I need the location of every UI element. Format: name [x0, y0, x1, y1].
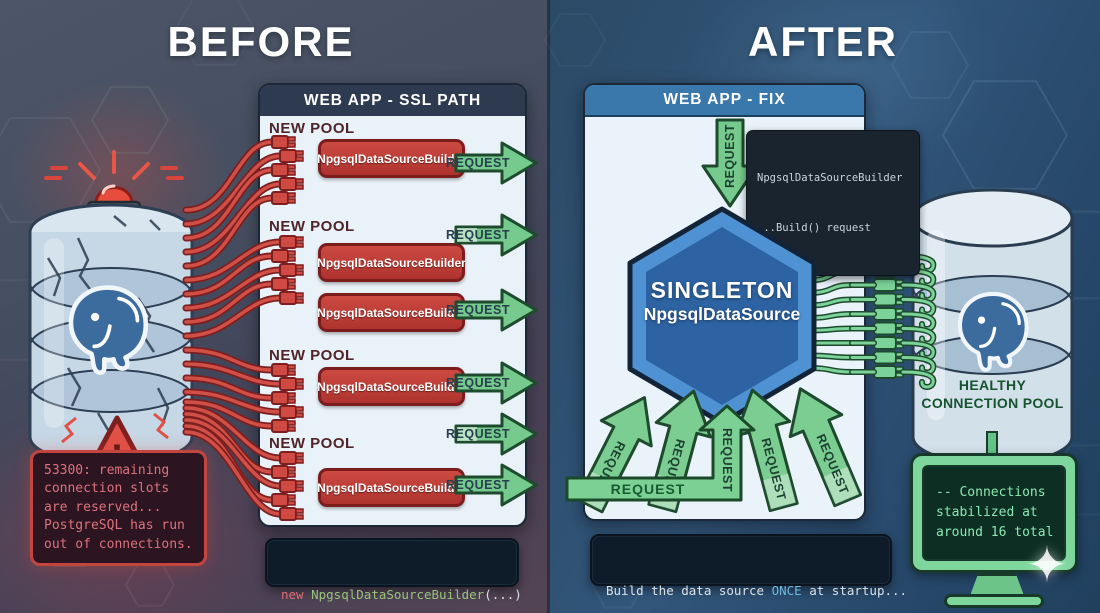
- request-arrow-right: REQUEST: [446, 463, 538, 507]
- tooltip-line-2: ...Build() request: [757, 221, 871, 234]
- healthy-pool-label: HEALTHY CONNECTION POOL: [921, 377, 1064, 412]
- new-pool-label-4: NEW POOL: [269, 435, 355, 452]
- request-label: REQUEST: [446, 478, 510, 492]
- request-arrow-down: REQUEST: [701, 118, 759, 208]
- code-line-1: Build the data source ONCE at startup...: [606, 582, 908, 598]
- postgresql-logo: [957, 291, 1029, 372]
- spark-marks: [61, 412, 169, 444]
- monitor-base: [944, 594, 1044, 608]
- new-pool-label-1: NEW POOL: [269, 120, 355, 137]
- singleton-line-1: SINGLETON: [650, 277, 794, 303]
- request-arrow-right: REQUEST: [446, 141, 538, 185]
- request-label: REQUEST: [446, 376, 510, 390]
- request-label: REQUEST: [446, 156, 510, 170]
- request-label: REQUEST: [611, 481, 686, 497]
- before-title: BEFORE: [167, 18, 355, 65]
- request-arrow-right: REQUEST: [446, 412, 538, 456]
- monitor-screen: -- Connections stabilized at around 16 t…: [922, 465, 1066, 561]
- postgresql-logo: [68, 285, 149, 375]
- request-arrow-right: REQUEST: [446, 213, 538, 257]
- panel-before-header: WEB APP - SSL PATH: [260, 85, 525, 116]
- error-message-box: 53300: remaining connection slots are re…: [30, 450, 207, 566]
- builder-box-4: NpgsqlDataSourceBuilder: [317, 367, 466, 406]
- request-arrow-up: REQUEST: [788, 387, 863, 508]
- after-code-box: Build the data source ONCE at startup...…: [590, 534, 907, 598]
- request-label: REQUEST: [720, 428, 734, 492]
- divider: [547, 0, 550, 613]
- request-pipe: REQUEST REQUEST: [565, 404, 756, 502]
- new-pool-label-3: NEW POOL: [269, 347, 355, 364]
- request-arrow-right: REQUEST: [446, 361, 538, 405]
- builder-box-5: NpgsqlDataSourceBuilder: [317, 468, 466, 507]
- panel-after-header: WEB APP - FIX: [585, 85, 864, 117]
- singleton-hexagon: [627, 206, 817, 426]
- sparkle-icon: ✦: [1026, 537, 1068, 593]
- request-label: REQUEST: [446, 427, 510, 441]
- request-label: REQUEST: [446, 228, 510, 242]
- singleton-line-2: NpgsqlDataSource: [643, 304, 801, 324]
- request-label: REQUEST: [446, 303, 510, 317]
- before-code-box: new NpgsqlDataSourceBuilder(...) .Build(…: [265, 538, 522, 602]
- code-line-1: new NpgsqlDataSourceBuilder(...): [281, 586, 522, 602]
- builder-box-3: NpgsqlDataSourceBuilder: [317, 293, 466, 332]
- monitor: -- Connections stabilized at around 16 t…: [910, 453, 1078, 573]
- request-arrow-right: REQUEST: [446, 288, 538, 332]
- builder-box-2: NpgsqlDataSourceBuilder: [317, 243, 466, 282]
- singleton-text: SINGLETON NpgsqlDataSource: [624, 277, 820, 325]
- request-label: REQUEST: [723, 124, 737, 188]
- monitor-text: -- Connections stabilized at around 16 t…: [936, 484, 1054, 541]
- after-title: AFTER: [748, 18, 898, 65]
- builder-box-1: NpgsqlDataSourceBuilder: [317, 139, 466, 178]
- tooltip-line-1: NpgsqlDataSourceBuilder: [757, 171, 903, 184]
- new-pool-label-2: NEW POOL: [269, 218, 355, 235]
